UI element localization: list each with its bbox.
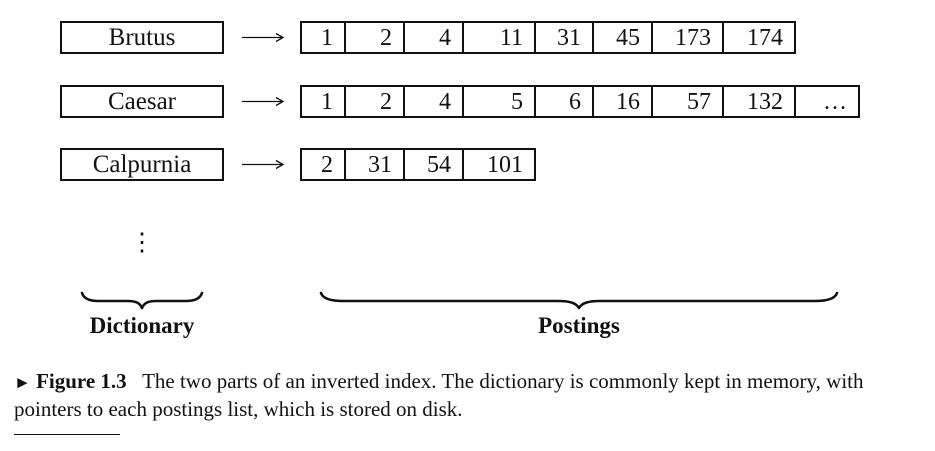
posting-cell: 11 [500, 25, 523, 51]
term-box [60, 85, 224, 118]
caption-text: The two parts of an inverted index. The … [14, 369, 864, 421]
posting-cell: 101 [487, 152, 523, 178]
posting-cell: … [823, 89, 847, 115]
posting-cell: 174 [747, 25, 783, 51]
footnote-rule [14, 434, 120, 435]
arrow-icon [242, 32, 285, 43]
postings-list-box [300, 148, 536, 181]
posting-cell: 1 [321, 25, 333, 51]
figure-caption: ► Figure 1.3 The two parts of an inverte… [14, 368, 919, 423]
posting-cell: 31 [368, 152, 392, 178]
term-box [60, 148, 224, 181]
posting-cell: 1 [321, 89, 333, 115]
posting-cell: 6 [569, 89, 581, 115]
postings-label: Postings [538, 313, 620, 338]
posting-row: Brutus 1 2 4 11 31 45 173 174 [60, 21, 796, 54]
posting-cell: 45 [616, 25, 640, 51]
term-label: Calpurnia [93, 151, 192, 178]
posting-cell: 2 [321, 152, 333, 178]
postings-brace [319, 291, 839, 310]
posting-cell: 4 [439, 89, 451, 115]
arrow-icon [242, 159, 285, 170]
posting-cell: 57 [687, 89, 711, 115]
postings-list-box [300, 85, 860, 118]
arrow-icon [242, 96, 285, 107]
posting-cell: 54 [427, 152, 451, 178]
posting-cell: 2 [380, 25, 392, 51]
caption-marker: ► [14, 373, 31, 392]
posting-row: Caesar 1 2 4 5 6 16 57 132 … [60, 85, 860, 118]
dictionary-label: Dictionary [90, 313, 195, 338]
vertical-ellipsis: ⋮ [130, 229, 155, 256]
term-label: Brutus [109, 24, 176, 51]
posting-row: Calpurnia 2 31 54 101 [60, 148, 536, 181]
posting-cell: 31 [557, 25, 581, 51]
term-label: Caesar [108, 88, 177, 115]
posting-cell: 132 [747, 89, 783, 115]
posting-cell: 16 [616, 89, 640, 115]
dictionary-brace [80, 291, 204, 310]
term-box [60, 21, 224, 54]
postings-list-box [300, 21, 796, 54]
posting-cell: 5 [511, 89, 523, 115]
posting-cell: 173 [675, 25, 711, 51]
posting-cell: 4 [439, 25, 451, 51]
posting-cell: 2 [380, 89, 392, 115]
caption-label: Figure 1.3 [36, 369, 127, 393]
